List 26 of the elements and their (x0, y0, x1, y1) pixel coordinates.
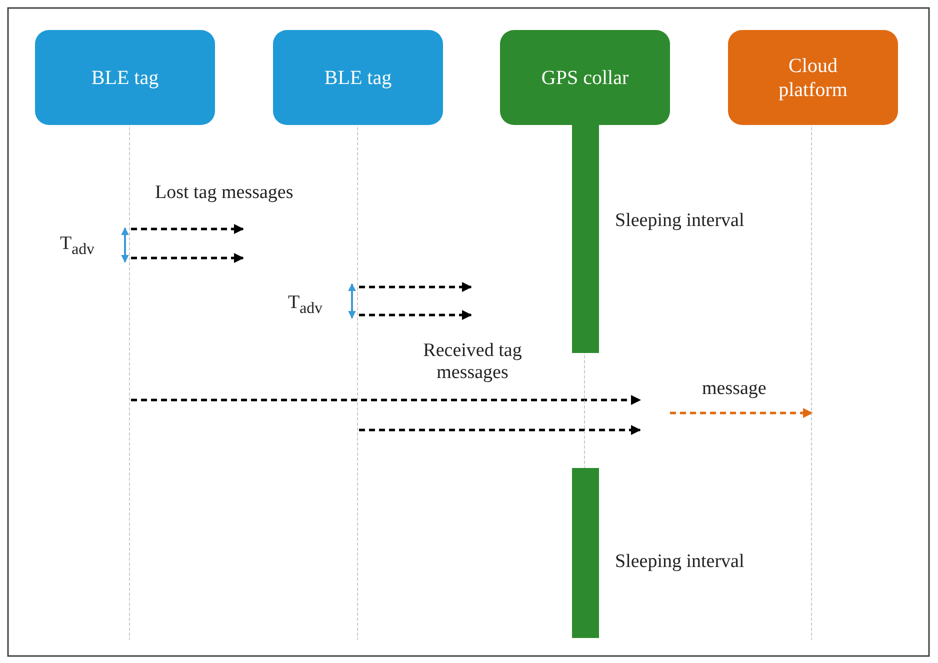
interval-label: T$_{adv}$ (288, 292, 322, 318)
message-arrow (359, 425, 641, 435)
lifeline (357, 125, 359, 640)
participant-box (273, 30, 443, 125)
annotation: Received tag messages (422, 340, 523, 384)
participant-name: Cloud platform (778, 54, 848, 102)
participant-name: BLE tag (90, 66, 160, 90)
lifeline (811, 125, 813, 640)
annotation: Lost tag messages (155, 182, 294, 204)
interval-label: Sleeping interval (615, 551, 744, 573)
interval-label: Sleeping interval (615, 210, 744, 232)
interval-label: T$_{adv}$ (60, 233, 94, 259)
lifeline (129, 125, 131, 640)
participant-name: BLE tag (323, 66, 393, 90)
activation-bar (572, 125, 599, 353)
participant-box (35, 30, 215, 125)
message-arrow (670, 408, 813, 418)
message-arrow (359, 310, 472, 320)
participant-name: GPS collar (540, 66, 630, 90)
message-arrow (131, 395, 641, 405)
participant-box (500, 30, 670, 125)
message-arrow (359, 282, 472, 292)
activation-bar (572, 468, 599, 638)
message-arrow (131, 253, 244, 263)
participant-box (728, 30, 898, 125)
message-arrow (131, 224, 244, 234)
